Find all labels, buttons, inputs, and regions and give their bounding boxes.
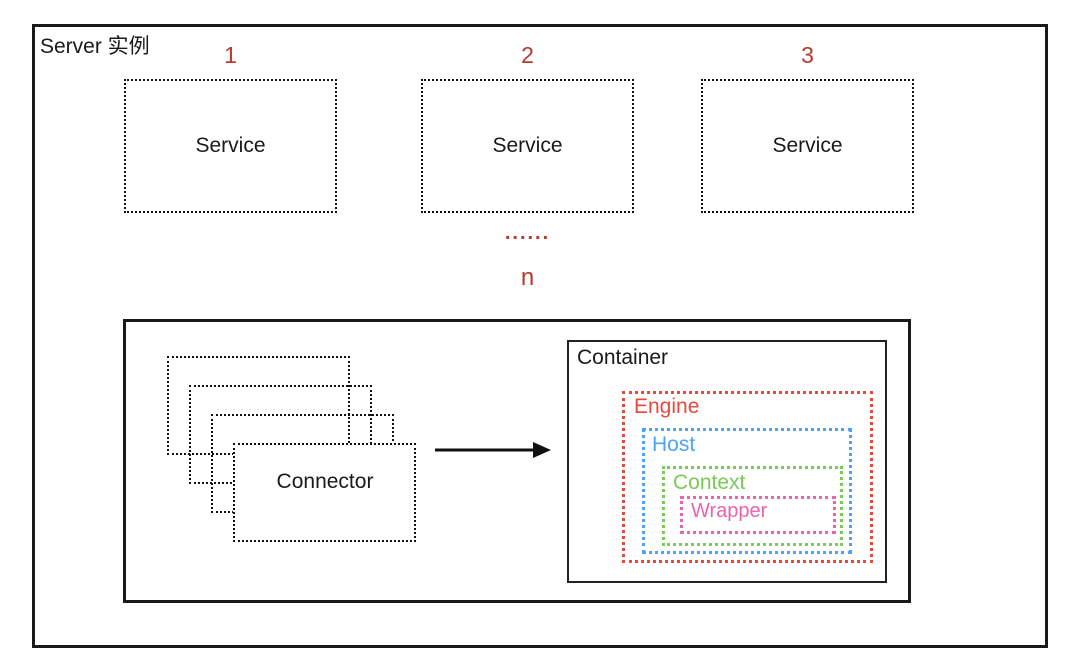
wrapper-box: Wrapper — [680, 496, 836, 534]
container-box: Container Engine Host Context Wrapper — [567, 340, 887, 583]
engine-label: Engine — [634, 395, 700, 418]
context-label: Context — [673, 471, 746, 494]
service-number-3: 3 — [801, 42, 814, 68]
connector-label: Connector — [276, 470, 374, 493]
service-detail-box — [123, 319, 911, 603]
service-label: Service — [772, 134, 843, 157]
service-label: Service — [195, 134, 266, 157]
server-instance-label: Server 实例 — [40, 35, 150, 58]
right-arrow-icon — [435, 442, 551, 458]
service-number-1: 1 — [224, 42, 237, 68]
nth-service-label: n — [520, 264, 535, 291]
server-instance-box — [32, 24, 1048, 648]
more-services-ellipsis: ...... — [504, 222, 551, 244]
wrapper-label: Wrapper — [691, 500, 768, 522]
service-number-2: 2 — [521, 42, 534, 68]
engine-box: Engine Host Context Wrapper — [622, 391, 873, 563]
service-box-3: Service — [701, 79, 914, 213]
service-box-1: Service — [124, 79, 337, 213]
container-label: Container — [577, 346, 669, 369]
service-box-2: Service — [421, 79, 634, 213]
host-label: Host — [652, 433, 696, 456]
service-label: Service — [492, 134, 563, 157]
host-box: Host Context Wrapper — [642, 428, 852, 554]
context-box: Context Wrapper — [662, 466, 843, 546]
connector-box-4 — [233, 443, 416, 542]
